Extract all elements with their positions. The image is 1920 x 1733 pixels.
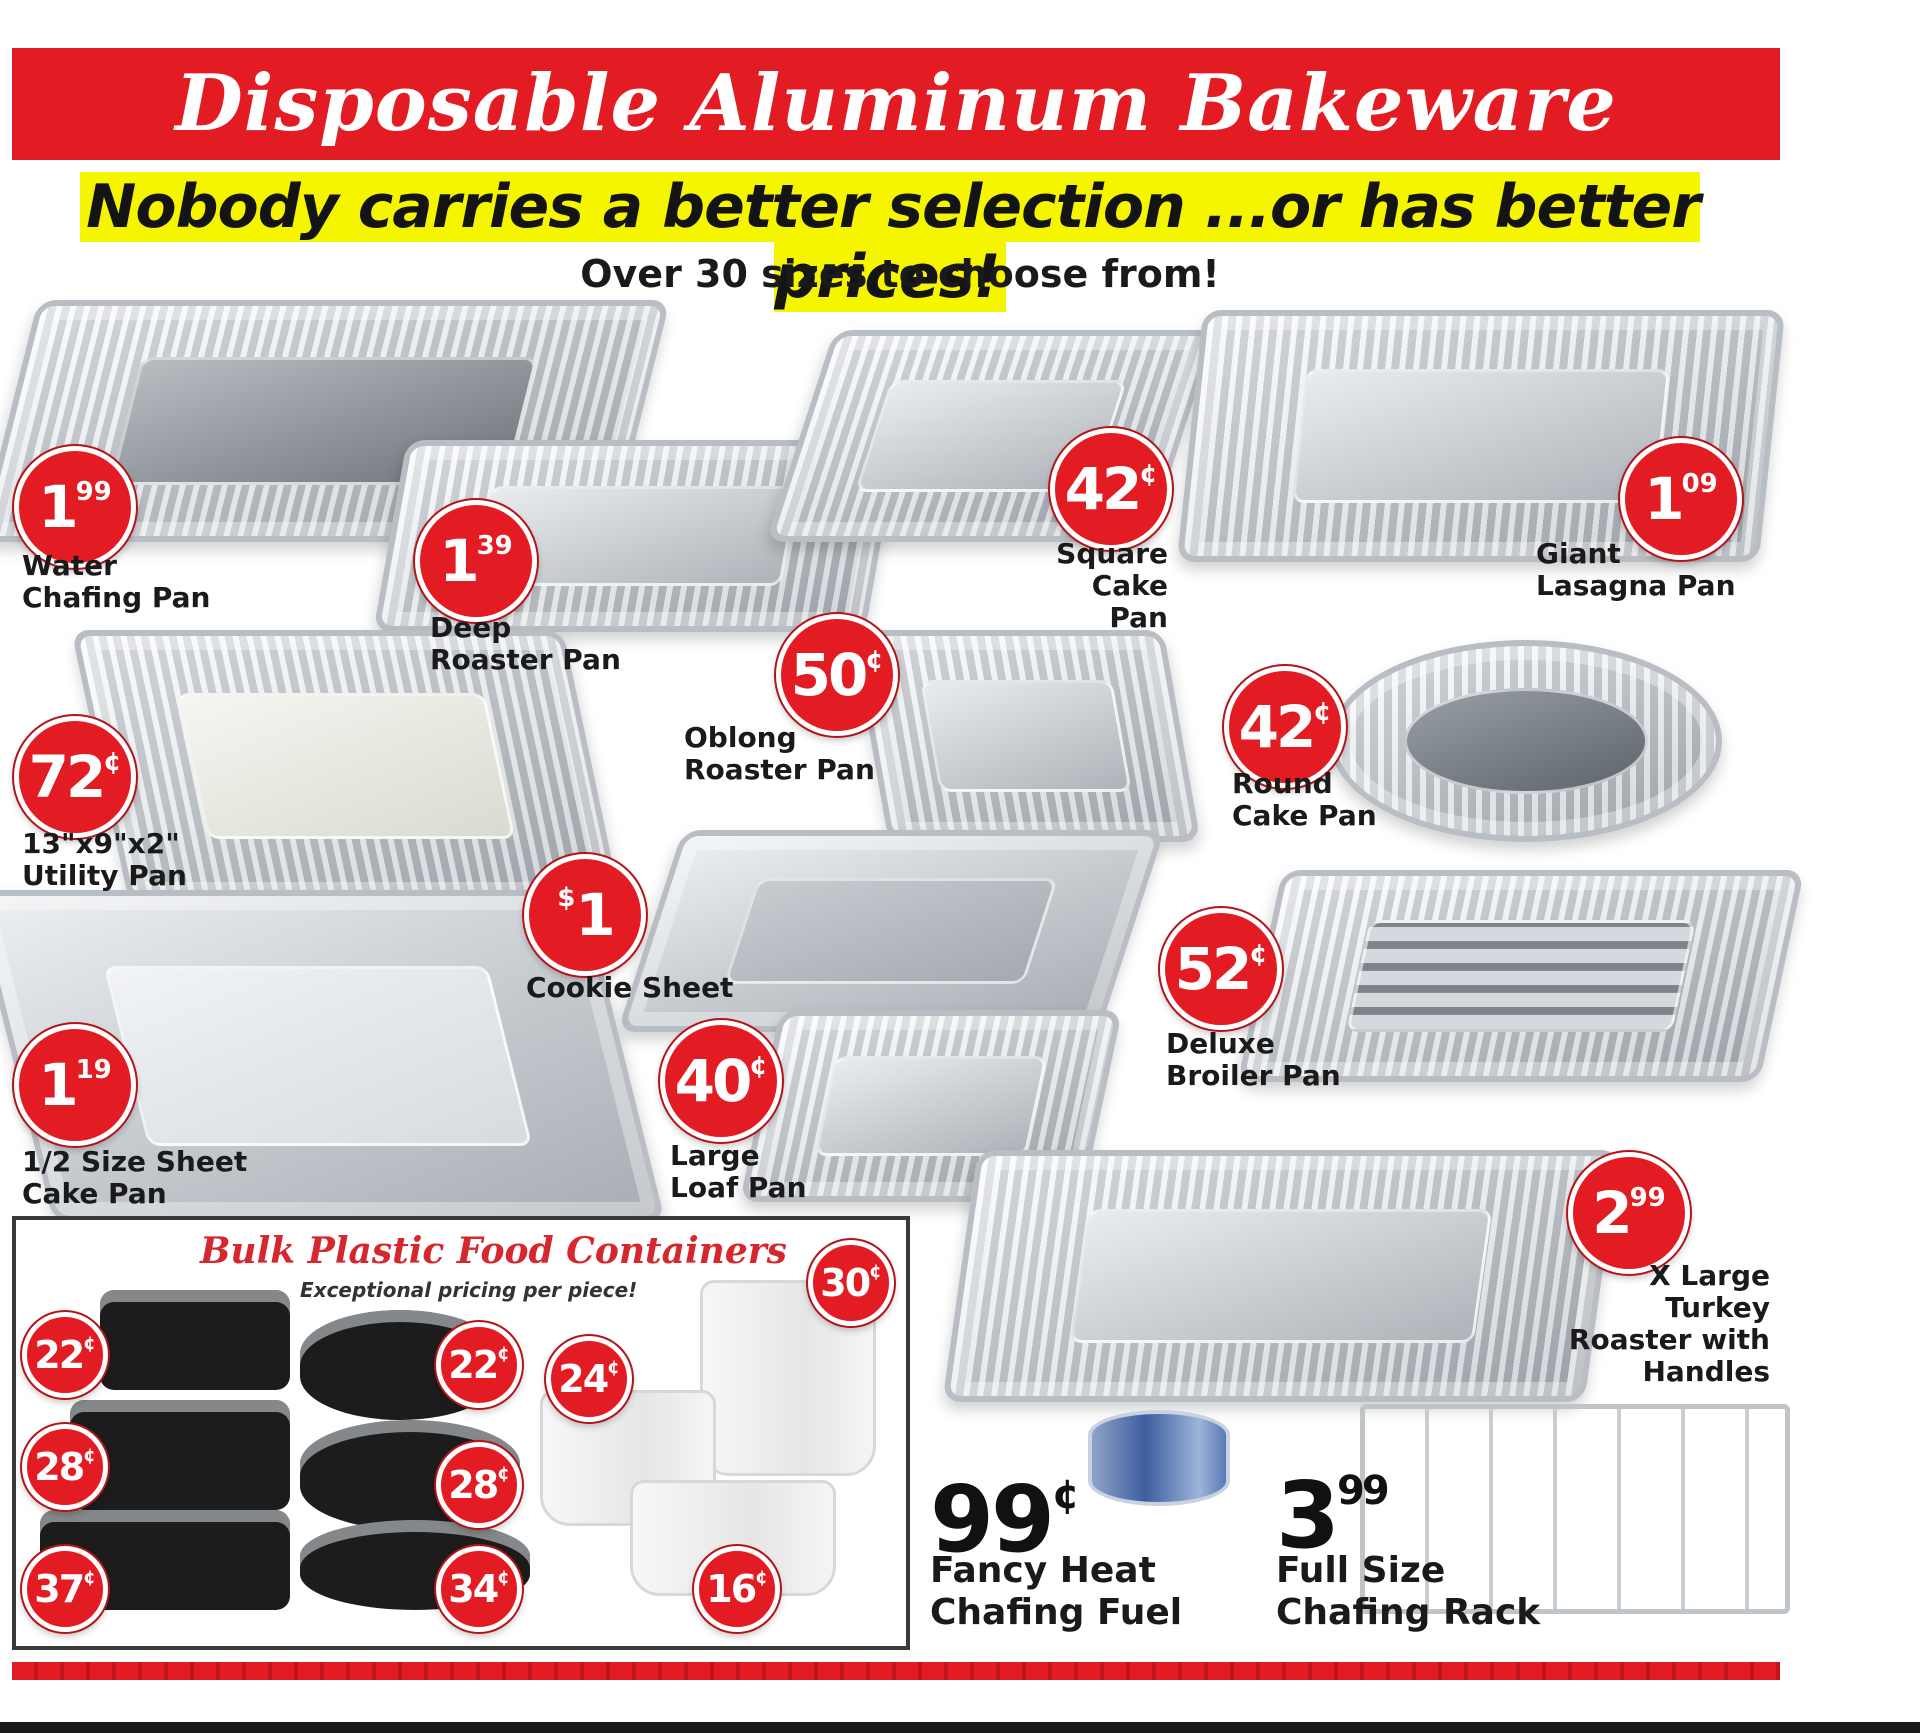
tagline: Nobody carries a better selection ...or … [0,172,1780,312]
price-badge-bulk-round-large: 34¢ [436,1546,522,1632]
price-badge-bulk-deli-small: 16¢ [694,1546,780,1632]
price-badge-oblong-roaster-pan: 50¢ [776,614,898,736]
label-line: Cake Pan [1091,569,1168,634]
oblong-roaster-pan-image [851,630,1201,842]
bulk-subtitle: Exceptional pricing per piece! [300,1278,638,1302]
rect-container-image [100,1290,290,1390]
round-cake-pan-image [1330,640,1722,842]
label-line: Roaster Pan [684,753,875,786]
price-badge-bulk-rect-large: 37¢ [22,1546,108,1632]
label-utility-pan: 13"x9"x2"Utility Pan [22,828,187,892]
label-line: Loaf Pan [670,1171,807,1204]
label-line: Roaster Pan [430,643,621,676]
price-badge-cookie-sheet: $1 [524,854,646,976]
chafing-rack-image [1360,1404,1790,1614]
label-line: Full Size [1276,1550,1446,1591]
price-badge-round-cake-pan: 42¢ [1224,666,1346,788]
label-cookie-sheet: Cookie Sheet [526,972,733,1004]
price-badge-bulk-deli-large: 30¢ [808,1240,894,1326]
fuel-price: 99¢ [930,1466,1080,1573]
label-line: Giant [1536,537,1621,570]
label-line: Broiler Pan [1166,1059,1341,1092]
price-badge-bulk-rect-medium: 28¢ [22,1424,108,1510]
price-badge-bulk-round-small: 22¢ [436,1322,522,1408]
label-line: 13"x9"x2" [22,827,180,860]
page-title: Disposable Aluminum Bakeware [175,58,1617,149]
turkey-roaster-image [942,1150,1620,1402]
label-line: Cake Pan [22,1177,167,1210]
label-line: Round [1232,767,1333,800]
label-line: Roaster with [1568,1323,1770,1356]
bottom-rule [0,1722,1920,1733]
label-line: Utility Pan [22,859,187,892]
label-line: Deep [430,611,512,644]
label-line: Fancy Heat [930,1550,1156,1591]
label-line: 1/2 Size Sheet [22,1145,248,1178]
price-badge-square-cake-pan: 42¢ [1050,428,1172,550]
label-line: Square [1056,537,1168,570]
label-line: Chafing Rack [1276,1592,1541,1633]
label-line: Cookie Sheet [526,971,734,1004]
label-line: Cake Pan [1232,799,1377,832]
label-line: Large [670,1139,760,1172]
label-line: Oblong [684,721,797,754]
title-banner: Disposable Aluminum Bakeware [12,48,1780,160]
label-line: Handles [1642,1355,1770,1388]
label-line: Chafing Fuel [930,1592,1183,1633]
rack-price: 399 [1276,1462,1390,1569]
label-line: Lasagna Pan [1536,569,1736,602]
label-line: Deluxe [1166,1027,1275,1060]
price-badge-deluxe-broiler-pan: 52¢ [1160,908,1282,1030]
label-line: X Large Turkey [1649,1259,1770,1324]
rect-container-image [70,1400,290,1510]
price-badge-bulk-round-medium: 28¢ [436,1442,522,1528]
chafing-fuel-image [1088,1410,1230,1506]
price-badge-bulk-deli-medium: 24¢ [546,1336,632,1422]
label-line: Chafing Pan [22,581,211,614]
price-badge-bulk-rect-small: 22¢ [22,1312,108,1398]
label-line: Water [22,549,117,582]
price-badge-utility-pan: 72¢ [14,716,136,838]
price-badge-large-loaf-pan: 40¢ [660,1020,782,1142]
bulk-title: Bulk Plastic Food Containers [200,1230,787,1272]
subtagline: Over 30 sizes to choose from! [580,252,1220,296]
footer-bar [12,1662,1780,1680]
